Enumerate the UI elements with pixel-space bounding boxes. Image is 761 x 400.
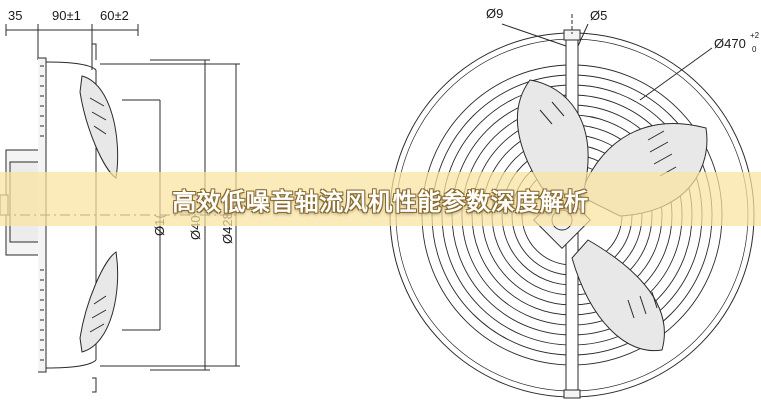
dim-90-label: 90±1 [52,8,81,23]
title-banner: 高效低噪音轴流风机性能参数深度解析 [0,172,761,226]
side-blade-top [79,75,119,179]
dim-5-label: Ø5 [590,8,607,23]
dim-60-label: 60±2 [100,8,129,23]
dim-9-label: Ø9 [486,6,503,21]
side-blade-bottom [79,251,119,353]
dim-470-label: Ø470 [714,36,746,51]
dim-35-label: 35 [8,8,22,23]
dim-470-tol-lower: 0 [752,45,757,54]
banner-title: 高效低噪音轴流风机性能参数深度解析 [172,187,589,216]
dim-470-tol-upper: +2 [750,31,760,40]
fan-blade-2 [571,239,665,352]
guard-ribs [40,65,44,361]
